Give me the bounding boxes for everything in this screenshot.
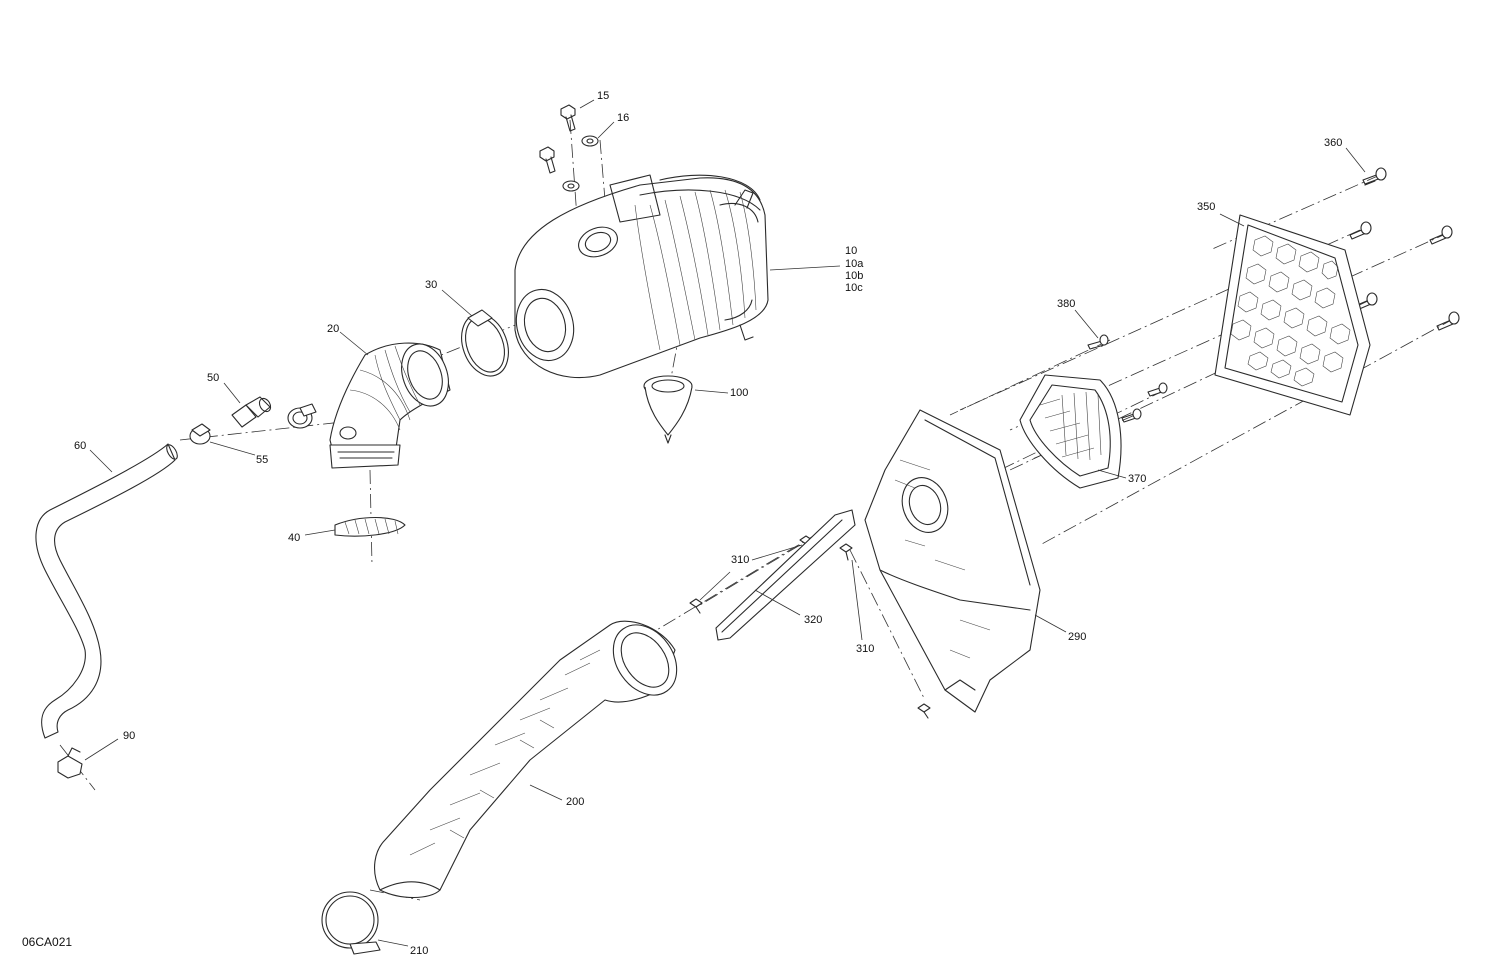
callout-350: 350 <box>1197 201 1215 213</box>
callout-10a: 10a <box>845 258 864 270</box>
duct-200-part <box>374 620 678 898</box>
elbow-hose-20-part <box>329 342 451 469</box>
fitting-50-part <box>231 396 272 428</box>
callout-90: 90 <box>123 730 135 742</box>
band-40-part <box>334 517 406 537</box>
rivets-310-part <box>689 535 931 719</box>
callout-100: 100 <box>730 387 748 399</box>
callout-10b: 10b <box>845 270 863 282</box>
callout-16: 16 <box>617 112 629 124</box>
shield-370-part <box>1019 374 1122 489</box>
callout-320: 320 <box>804 614 822 626</box>
panel-290-part <box>864 409 1041 713</box>
callout-380: 380 <box>1057 298 1075 310</box>
strap-320-part <box>715 509 856 641</box>
clamp-210-part <box>321 891 381 955</box>
grille-350-part <box>1214 214 1371 416</box>
screws-380-part <box>1087 334 1168 423</box>
callout-310-upper: 310 <box>731 554 749 566</box>
callout-10c: 10c <box>845 282 863 294</box>
callout-50: 50 <box>207 372 219 384</box>
callout-60: 60 <box>74 440 86 452</box>
screw-15-part <box>539 104 576 174</box>
screws-360-part <box>1349 167 1460 331</box>
drawing-code: 06CA021 <box>22 935 72 949</box>
callout-290: 290 <box>1068 631 1086 643</box>
callout-200: 200 <box>566 796 584 808</box>
washer-16-part <box>562 135 599 192</box>
callout-55: 55 <box>256 454 268 466</box>
clamp-30-part <box>461 309 509 377</box>
callout-210: 210 <box>410 945 428 957</box>
cap-90-part <box>57 747 83 779</box>
callout-15: 15 <box>597 90 609 102</box>
callout-10: 10 <box>845 245 857 257</box>
clamp-55-part <box>189 403 317 445</box>
callout-20: 20 <box>327 323 339 335</box>
callout-370: 370 <box>1128 473 1146 485</box>
callout-labels: 15 16 10 10a 10b 10c 30 20 50 60 55 100 … <box>74 90 1342 957</box>
leader-lines <box>84 99 1366 947</box>
drain-valve-100-part <box>643 375 693 444</box>
hose-60-part <box>35 443 178 739</box>
callout-360: 360 <box>1324 137 1342 149</box>
callout-30: 30 <box>425 279 437 291</box>
callout-310-lower: 310 <box>856 643 874 655</box>
airbox-10-part <box>514 174 769 379</box>
callout-40: 40 <box>288 532 300 544</box>
